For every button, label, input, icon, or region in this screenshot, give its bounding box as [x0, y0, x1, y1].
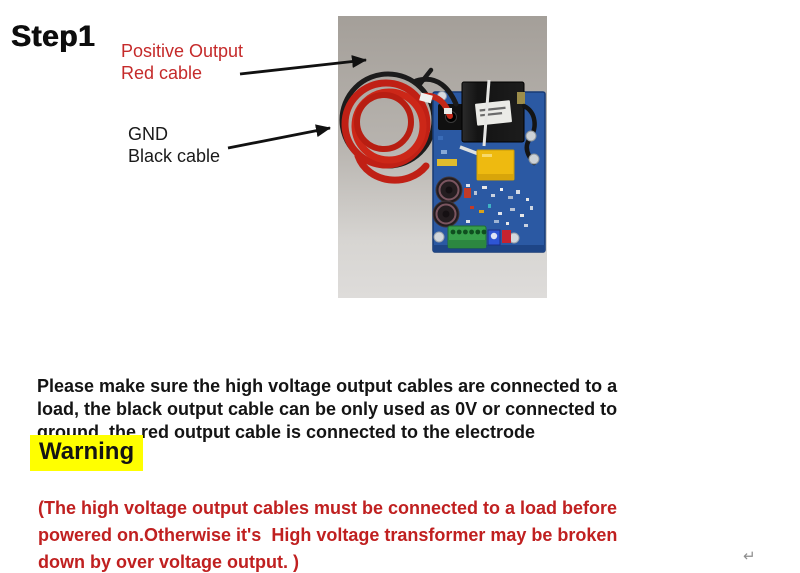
module-photo [338, 16, 547, 298]
warning-text: (The high voltage output cables must be … [38, 498, 618, 572]
smd-components [464, 184, 533, 227]
arrow-to-black-cable [227, 124, 331, 150]
return-mark: ↵ [743, 548, 756, 565]
red-cable-coil [341, 79, 431, 184]
gnd-label: GND Black cable [128, 123, 220, 167]
module-photo-drawing [338, 16, 547, 298]
mounting-hole [433, 231, 445, 243]
red-trimmer [502, 230, 511, 243]
cable-tie [482, 79, 491, 147]
warning-heading-highlight: Warning [30, 435, 144, 471]
capacitor [432, 200, 460, 228]
yellow-bobbin [476, 149, 515, 181]
warning-heading: Warning [30, 435, 144, 471]
cable-tie [419, 92, 433, 104]
gnd-label-line1: GND [128, 124, 168, 144]
positive-output-label-line2: Red cable [121, 63, 203, 83]
capacitor [435, 176, 463, 204]
terminal-block [447, 225, 487, 249]
transformer-block [461, 79, 525, 147]
standoff-screw [525, 130, 537, 142]
instruction-text: Please make sure the high voltage output… [37, 376, 618, 442]
cable-tie [444, 108, 452, 114]
standoff-screw [528, 153, 540, 165]
pcb-board [432, 79, 546, 253]
blue-trimmer [487, 229, 501, 246]
positive-output-label-line1: Positive Output [121, 41, 244, 61]
gnd-label-line2: Black cable [128, 146, 221, 166]
page-title: Step1 [11, 20, 96, 53]
positive-output-label: Positive Output Red cable [121, 40, 243, 84]
